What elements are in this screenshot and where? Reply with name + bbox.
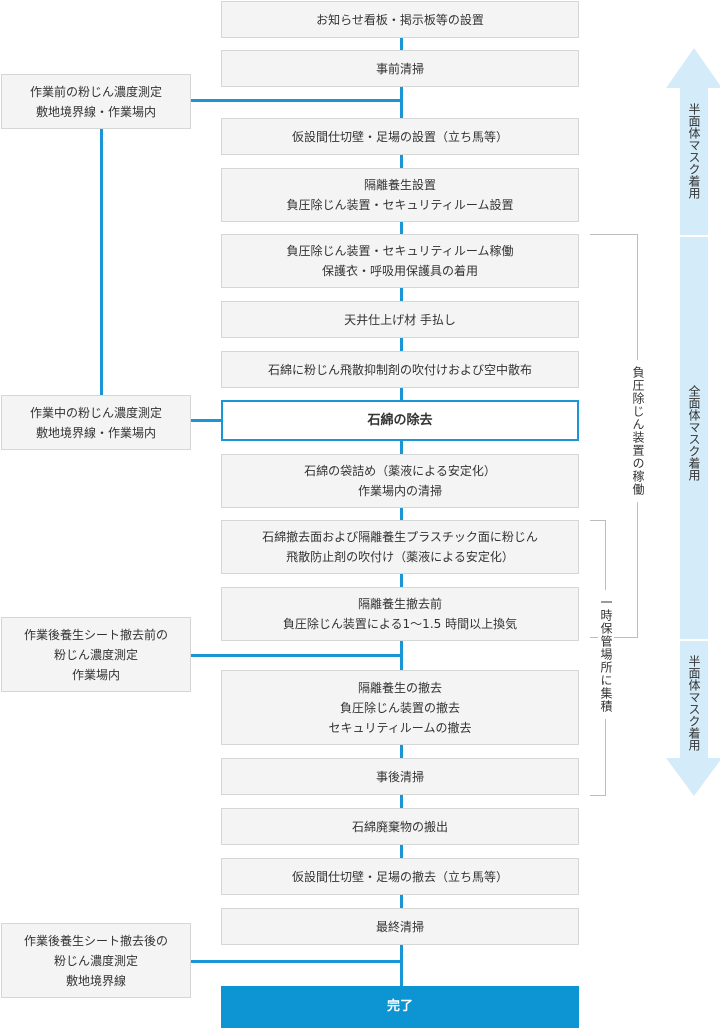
step-text: 事後清掃 (375, 769, 424, 784)
step-text: 仮設間仕切壁・足場の撤去（立ち馬等） (291, 869, 508, 884)
step-text: 隔離養生撤去前 (357, 597, 442, 611)
step-text: 保護衣・呼吸用保護具の着用 (321, 264, 478, 278)
note-text: 粉じん濃度測定 (53, 647, 138, 662)
step-text: 石綿廃棄物の搬出 (351, 819, 448, 834)
step-text: お知らせ看板・掲示板等の設置 (316, 12, 484, 27)
step-text: 負圧除じん装置の撤去 (339, 700, 460, 715)
main-flow-line (400, 30, 403, 1000)
step-equipment-operation: 負圧除じん装置・セキュリティルーム稼働 保護衣・呼吸用保護具の着用 (221, 234, 579, 288)
step-waste-transport: 石綿廃棄物の搬出 (221, 808, 579, 845)
step-text: 負圧除じん装置・セキュリティルーム設置 (286, 198, 514, 212)
note-text: 作業後養生シート撤去前の (23, 627, 168, 642)
note-text: 作業後養生シート撤去後の (23, 933, 168, 948)
note-text: 敷地境界線・作業場内 (35, 104, 156, 119)
step-text: 作業場内の清掃 (357, 484, 442, 498)
step-bagging: 石綿の袋詰め（薬液による安定化） 作業場内の清掃 (221, 454, 579, 508)
label-temporary-storage: 一時保管場所に集積 (598, 590, 614, 719)
note-text: 作業中の粉じん濃度測定 (29, 405, 162, 420)
note-text: 作業場内 (71, 667, 120, 682)
step-text: 最終清掃 (375, 919, 424, 934)
step-text: 石綿撤去面および隔離養生プラスチック面に粉じん (262, 530, 538, 544)
during-measure-line (100, 128, 103, 396)
step-text: セキュリティルームの撤去 (328, 720, 472, 735)
mask-label-half-face-top: 半面体マスク着用 (687, 103, 701, 199)
mask-arrow (666, 48, 720, 796)
label-negative-pressure: 負圧除じん装置の稼働 (630, 360, 646, 502)
note-text: 作業前の粉じん濃度測定 (29, 84, 162, 99)
step-text: 天井仕上げ材 手払し (344, 312, 456, 327)
step-text: 石綿の除去 (367, 412, 433, 428)
step-isolation-setup: 隔離養生設置 負圧除じん装置・セキュリティルーム設置 (221, 168, 579, 222)
step-isolation-removal: 隔離養生の撤去 負圧除じん装置の撤去 セキュリティルームの撤去 (221, 670, 579, 745)
step-text: 事前清掃 (375, 61, 424, 76)
step-suppressant-spray: 石綿に粉じん飛散抑制剤の吹付けおよび空中散布 (221, 351, 579, 388)
step-text: 負圧除じん装置・セキュリティルーム稼働 (286, 244, 514, 258)
note-during-work-measurement: 作業中の粉じん濃度測定 敷地境界線・作業場内 (1, 395, 191, 450)
step-ventilation: 隔離養生撤去前 負圧除じん装置による1〜1.5 時間以上換気 (221, 587, 579, 641)
step-pre-cleaning: 事前清掃 (221, 50, 579, 87)
step-notice-board: お知らせ看板・掲示板等の設置 (221, 1, 579, 38)
connector-post-measure-2 (190, 960, 402, 963)
step-post-cleaning: 事後清掃 (221, 758, 579, 795)
note-text: 粉じん濃度測定 (53, 953, 138, 968)
mask-arrow-shape (666, 48, 720, 796)
step-complete: 完了 (221, 986, 579, 1028)
note-post-work-before-sheet-removal: 作業後養生シート撤去前の 粉じん濃度測定 作業場内 (1, 617, 191, 692)
note-text: 敷地境界線 (65, 973, 126, 988)
note-pre-work-measurement: 作業前の粉じん濃度測定 敷地境界線・作業場内 (1, 74, 191, 129)
step-ceiling-removal: 天井仕上げ材 手払し (221, 301, 579, 338)
mask-label-full-face: 全面体マスク着用 (687, 385, 701, 481)
connector-pre-measure (190, 99, 402, 102)
step-text: 隔離養生設置 (363, 178, 436, 192)
step-text: 隔離養生の撤去 (357, 680, 442, 695)
note-text: 敷地境界線・作業場内 (35, 425, 156, 440)
step-text: 負圧除じん装置による1〜1.5 時間以上換気 (282, 617, 518, 631)
step-text: 飛散防止剤の吹付け（薬液による安定化） (286, 550, 514, 564)
step-temp-partition: 仮設間仕切壁・足場の設置（立ち馬等） (221, 118, 579, 155)
mask-label-half-face-bottom: 半面体マスク着用 (687, 655, 701, 751)
step-surface-spray: 石綿撤去面および隔離養生プラスチック面に粉じん 飛散防止剤の吹付け（薬液による安… (221, 520, 579, 574)
step-text: 石綿に粉じん飛散抑制剤の吹付けおよび空中散布 (267, 362, 532, 377)
step-text: 仮設間仕切壁・足場の設置（立ち馬等） (291, 129, 508, 144)
connector-during-measure (190, 419, 222, 422)
step-asbestos-removal: 石綿の除去 (221, 400, 579, 441)
connector-post-measure-1 (190, 654, 402, 657)
step-final-cleaning: 最終清掃 (221, 908, 579, 945)
step-text: 石綿の袋詰め（薬液による安定化） (304, 464, 496, 478)
step-partition-removal: 仮設間仕切壁・足場の撤去（立ち馬等） (221, 858, 579, 895)
step-text: 完了 (386, 999, 413, 1014)
note-post-work-after-sheet-removal: 作業後養生シート撤去後の 粉じん濃度測定 敷地境界線 (1, 923, 191, 998)
